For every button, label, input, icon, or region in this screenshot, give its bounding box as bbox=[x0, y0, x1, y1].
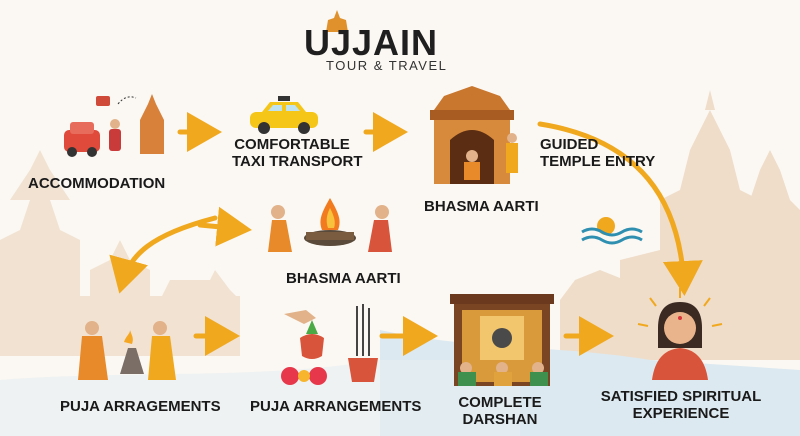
accommodation-illustration bbox=[64, 94, 164, 157]
step-taxi-label: COMFORTABLE TAXI TRANSPORT bbox=[232, 136, 363, 170]
taxi-label-line1: COMFORTABLE bbox=[234, 136, 350, 153]
temple-icon bbox=[140, 94, 164, 154]
devotee-icon bbox=[148, 336, 176, 380]
arrow-curve-to-satisfied bbox=[537, 121, 703, 296]
devotee-face-icon bbox=[664, 312, 696, 344]
step-bhasma-mid-label: BHASMA AARTI bbox=[286, 270, 401, 287]
fire-ritual-illustration bbox=[268, 198, 392, 252]
guided-label-line2: TEMPLE ENTRY bbox=[540, 153, 656, 170]
devotee-icon bbox=[368, 220, 392, 252]
puja-items-illustration bbox=[281, 304, 378, 385]
step-puja-left-label: PUJA ARRAGEMENTS bbox=[60, 398, 221, 415]
guide-icon bbox=[506, 143, 518, 173]
priest-icon bbox=[268, 220, 292, 252]
incense-icon bbox=[356, 306, 358, 356]
darshan-label-line2: DARSHAN bbox=[462, 411, 538, 428]
step-puja-mid-label: PUJA ARRANGEMENTS bbox=[250, 398, 422, 415]
devotee-icon bbox=[458, 372, 476, 386]
logo-subtitle: TOUR & TRAVEL bbox=[326, 58, 448, 73]
car-icon bbox=[64, 130, 100, 152]
satisfied-devotee-illustration bbox=[637, 288, 723, 380]
flower-icon bbox=[281, 367, 299, 385]
step-bhasma-top-label: BHASMA AARTI bbox=[424, 198, 539, 215]
brand-logo: UJJAIN TOUR & TRAVEL bbox=[298, 10, 468, 78]
kalash-icon bbox=[300, 334, 324, 359]
temple-shrine-illustration bbox=[430, 86, 518, 184]
taxi-label-line2: TAXI TRANSPORT bbox=[232, 153, 363, 170]
darshan-label-line1: COMPLETE bbox=[458, 394, 542, 411]
step-satisfied-label: SATISFIED SPIRITUAL EXPERIENCE bbox=[596, 388, 766, 422]
step-accommodation-label: ACCOMMODATION bbox=[28, 175, 166, 192]
step-darshan-label: COMPLETE DARSHAN bbox=[440, 394, 560, 428]
darshan-shrine-illustration bbox=[450, 294, 554, 386]
suitcase-icon bbox=[96, 96, 110, 106]
priest-icon bbox=[78, 336, 108, 380]
satisfied-label-line2: EXPERIENCE bbox=[632, 405, 730, 422]
temple-logo-icon bbox=[326, 10, 348, 32]
step-guided-label: GUIDED TEMPLE ENTRY bbox=[540, 136, 655, 170]
hand-icon bbox=[284, 310, 316, 324]
traveller-icon bbox=[109, 129, 121, 151]
taxi-illustration bbox=[250, 96, 318, 134]
puja-ritual-illustration bbox=[78, 321, 176, 380]
shivling-icon bbox=[120, 348, 144, 374]
arrow-curve-to-puja bbox=[109, 215, 218, 294]
logo-title: UJJAIN bbox=[304, 22, 439, 63]
satisfied-label-line1: SATISFIED SPIRITUAL bbox=[600, 388, 762, 405]
diya-icon bbox=[124, 330, 133, 344]
guided-label-line1: GUIDED bbox=[540, 136, 599, 153]
arrow-to-bhasma-mid bbox=[197, 206, 252, 247]
